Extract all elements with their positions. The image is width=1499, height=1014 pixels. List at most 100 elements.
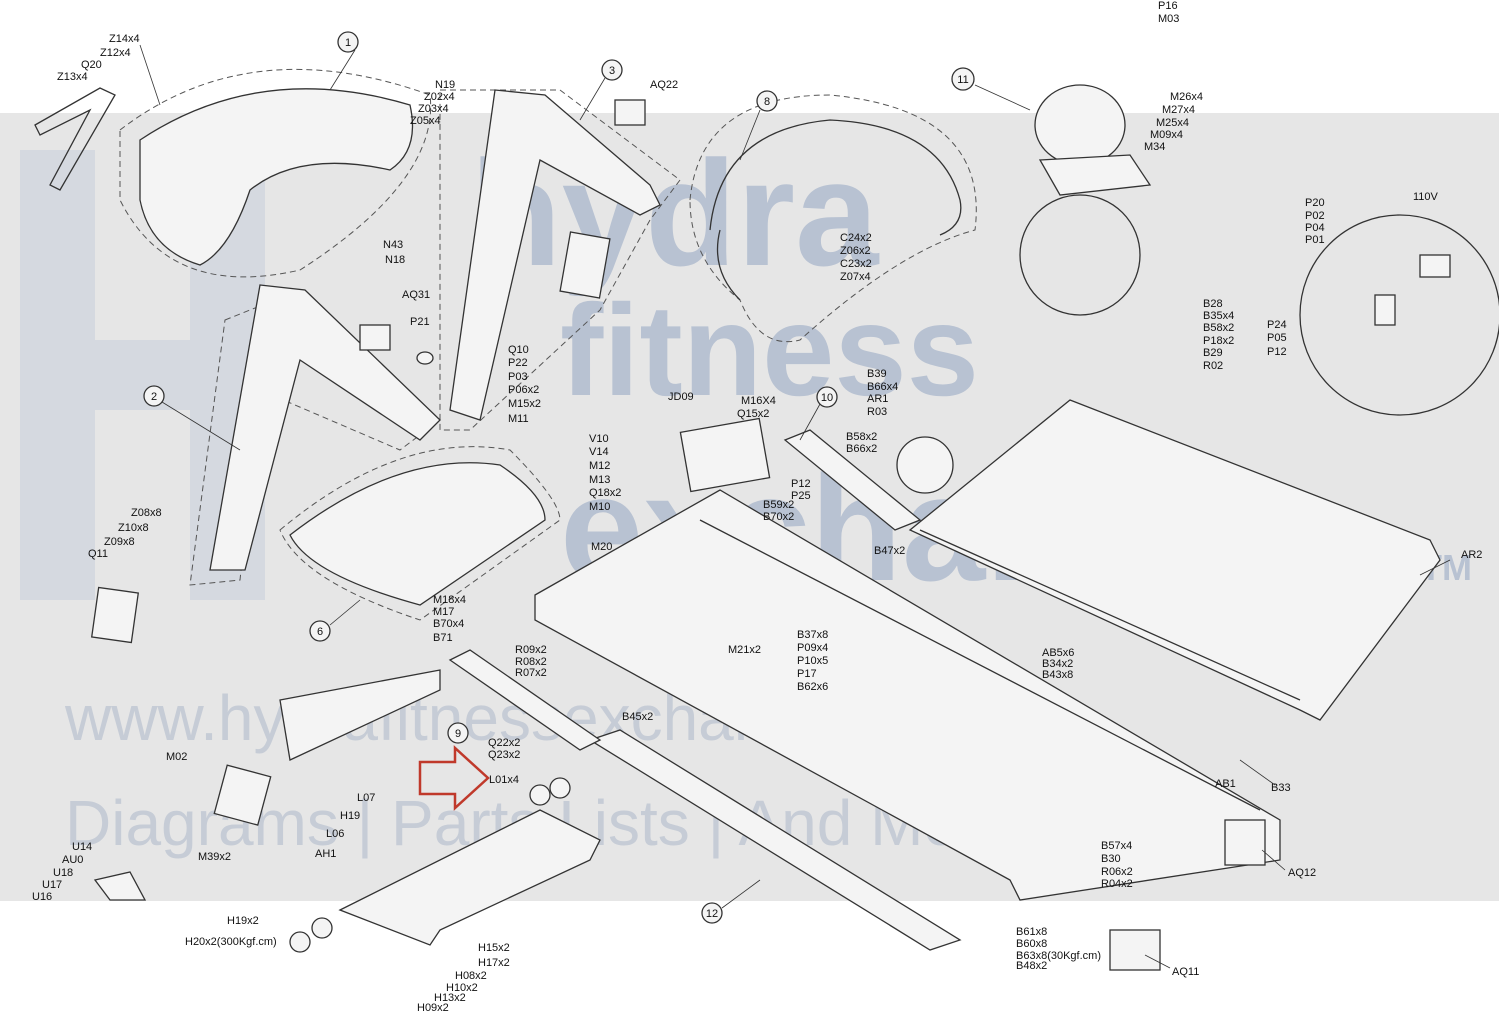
label-m12[interactable]: M12: [589, 460, 610, 472]
label-p25[interactable]: P25: [791, 490, 811, 502]
label-b60x8[interactable]: B60x8: [1016, 938, 1047, 950]
label-b39[interactable]: B39: [867, 368, 887, 380]
callout-1[interactable]: 1: [337, 31, 359, 53]
label-p22[interactable]: P22: [508, 357, 528, 369]
label-p21[interactable]: P21: [410, 316, 430, 328]
label-b62x6[interactable]: B62x6: [797, 681, 828, 693]
label-ar2[interactable]: AR2: [1461, 549, 1482, 561]
label-m02[interactable]: M02: [166, 751, 187, 763]
label-h13x2[interactable]: H13x2: [434, 992, 466, 1004]
label-b66x4[interactable]: B66x4: [867, 381, 898, 393]
callout-12[interactable]: 12: [701, 902, 723, 924]
label-b58x2[interactable]: B58x2: [846, 431, 877, 443]
label-v14[interactable]: V14: [589, 446, 609, 458]
label-l07[interactable]: L07: [357, 792, 375, 804]
label-jd09[interactable]: JD09: [668, 391, 694, 403]
label-q10[interactable]: Q10: [508, 344, 529, 356]
label-r02[interactable]: R02: [1203, 360, 1223, 372]
callout-10[interactable]: 10: [816, 386, 838, 408]
label-h08x2[interactable]: H08x2: [455, 970, 487, 982]
label-p04[interactable]: P04: [1305, 222, 1325, 234]
label-z05x4[interactable]: Z05x4: [410, 115, 441, 127]
callout-8[interactable]: 8: [756, 90, 778, 112]
label-q20[interactable]: Q20: [81, 59, 102, 71]
label-z03x4[interactable]: Z03x4: [418, 103, 449, 115]
label-b28[interactable]: B28: [1203, 298, 1223, 310]
label-u14[interactable]: U14: [72, 841, 92, 853]
label-h19[interactable]: H19: [340, 810, 360, 822]
label-m21x2[interactable]: M21x2: [728, 644, 761, 656]
label-aq22[interactable]: AQ22: [650, 79, 678, 91]
label-h20x2[interactable]: H20x2(300Kgf.cm): [185, 936, 277, 948]
label-v10[interactable]: V10: [589, 433, 609, 445]
label-b66x2[interactable]: B66x2: [846, 443, 877, 455]
label-u17[interactable]: U17: [42, 879, 62, 891]
label-p20[interactable]: P20: [1305, 197, 1325, 209]
label-c24x2[interactable]: C24x2: [840, 232, 872, 244]
label-b30[interactable]: B30: [1101, 853, 1121, 865]
label-m03[interactable]: M03: [1158, 13, 1179, 25]
label-r06x2[interactable]: R06x2: [1101, 866, 1133, 878]
label-l06[interactable]: L06: [326, 828, 344, 840]
label-b59x2[interactable]: B59x2: [763, 499, 794, 511]
label-b37x8[interactable]: B37x8: [797, 629, 828, 641]
label-p12[interactable]: P12: [791, 478, 811, 490]
label-ab5x6[interactable]: AB5x6: [1042, 647, 1074, 659]
label-b57x4[interactable]: B57x4: [1101, 840, 1132, 852]
label-b43x8[interactable]: B43x8: [1042, 669, 1073, 681]
label-n18[interactable]: N18: [385, 254, 405, 266]
label-z09x8[interactable]: Z09x8: [104, 536, 135, 548]
label-h10x2[interactable]: H10x2: [446, 982, 478, 994]
label-q11[interactable]: Q11: [88, 548, 108, 560]
label-m20[interactable]: M20: [591, 541, 612, 553]
label-h15x2[interactable]: H15x2: [478, 942, 510, 954]
label-z06x2[interactable]: Z06x2: [840, 245, 871, 257]
label-u16[interactable]: U16: [32, 891, 52, 903]
label-z02x4[interactable]: Z02x4: [424, 91, 455, 103]
label-h17x2[interactable]: H17x2: [478, 957, 510, 969]
label-m15x2[interactable]: M15x2: [508, 398, 541, 410]
label-b47x2[interactable]: B47x2: [874, 545, 905, 557]
label-p18x2[interactable]: P18x2: [1203, 335, 1234, 347]
label-b71[interactable]: B71: [433, 632, 453, 644]
label-p16[interactable]: P16: [1158, 0, 1178, 12]
label-z13x4[interactable]: Z13x4: [57, 71, 88, 83]
label-p09x4[interactable]: P09x4: [797, 642, 828, 654]
label-p10x5[interactable]: P10x5: [797, 655, 828, 667]
label-q22x2[interactable]: Q22x2: [488, 737, 520, 749]
callout-6[interactable]: 6: [309, 620, 331, 642]
label-p24[interactable]: P24: [1267, 319, 1287, 331]
label-ar1[interactable]: AR1: [867, 393, 888, 405]
label-r03[interactable]: R03: [867, 406, 887, 418]
label-ab1[interactable]: AB1: [1215, 778, 1236, 790]
label-b34x2[interactable]: B34x2: [1042, 658, 1073, 670]
label-m17[interactable]: M17: [433, 606, 454, 618]
label-aq31[interactable]: AQ31: [402, 289, 430, 301]
label-m39x2[interactable]: M39x2: [198, 851, 231, 863]
label-p03[interactable]: P03: [508, 371, 528, 383]
label-z12x4[interactable]: Z12x4: [100, 47, 131, 59]
label-c23x2[interactable]: C23x2: [840, 258, 872, 270]
label-z14x4[interactable]: Z14x4: [109, 33, 140, 45]
label-m26x4[interactable]: M26x4: [1170, 91, 1203, 103]
label-p06x2[interactable]: P06x2: [508, 384, 539, 396]
label-m11[interactable]: M11: [508, 413, 529, 425]
label-p12-power[interactable]: P12: [1267, 346, 1287, 358]
label-n19[interactable]: N19: [435, 79, 455, 91]
label-l01x4[interactable]: L01x4: [489, 774, 519, 786]
label-p02[interactable]: P02: [1305, 210, 1325, 222]
label-110v[interactable]: 110V: [1413, 191, 1439, 203]
label-q23x2[interactable]: Q23x2: [488, 749, 520, 761]
label-b29[interactable]: B29: [1203, 347, 1223, 359]
label-m27x4[interactable]: M27x4: [1162, 104, 1195, 116]
label-u18[interactable]: U18: [53, 867, 73, 879]
label-aq12[interactable]: AQ12: [1288, 867, 1316, 879]
label-b48x2[interactable]: B48x2: [1016, 960, 1047, 972]
label-b45x2[interactable]: B45x2: [622, 711, 653, 723]
label-h19x2[interactable]: H19x2: [227, 915, 259, 927]
label-h09x2[interactable]: H09x2: [417, 1002, 449, 1014]
label-r07x2[interactable]: R07x2: [515, 667, 547, 679]
label-ah1[interactable]: AH1: [315, 848, 336, 860]
label-b61x8[interactable]: B61x8: [1016, 926, 1047, 938]
label-aq11[interactable]: AQ11: [1172, 966, 1199, 978]
